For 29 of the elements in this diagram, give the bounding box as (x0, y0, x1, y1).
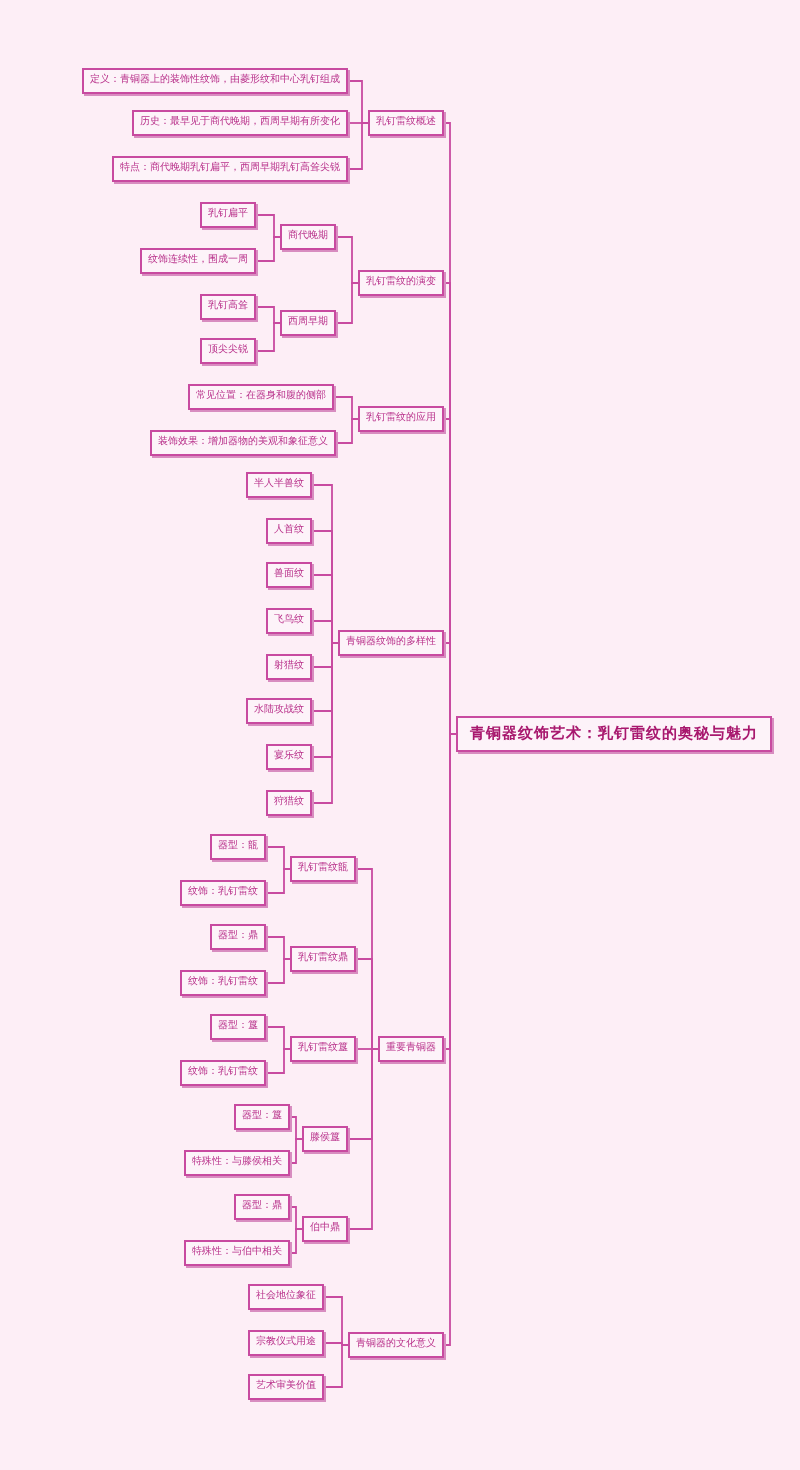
connector-line (255, 214, 281, 238)
connector-line (265, 868, 291, 894)
connector-line (265, 846, 291, 870)
connector-line (347, 80, 369, 124)
connector-line (289, 1228, 303, 1254)
connector-line (265, 936, 291, 960)
connector-line (443, 642, 457, 735)
connector-line (323, 1296, 349, 1346)
connector-line (265, 1026, 291, 1050)
connector-line (335, 418, 359, 444)
connector-line (311, 642, 339, 804)
connector-line (255, 322, 281, 352)
connector-line (289, 1116, 303, 1140)
connector-line (255, 236, 281, 262)
connector-line (323, 1344, 349, 1388)
connector-line (311, 620, 339, 644)
connector-line (289, 1138, 303, 1164)
connector-line (347, 1048, 379, 1230)
connector-line (323, 1342, 349, 1346)
connector-line (443, 733, 457, 1346)
connector-line (265, 958, 291, 984)
connector-line (265, 1048, 291, 1074)
connector-line (335, 236, 359, 284)
connector-line (335, 282, 359, 324)
connector-line (347, 122, 369, 170)
connector-line (289, 1206, 303, 1230)
connector-line (333, 396, 359, 420)
connector-line (255, 306, 281, 324)
connector-line (355, 958, 379, 1050)
